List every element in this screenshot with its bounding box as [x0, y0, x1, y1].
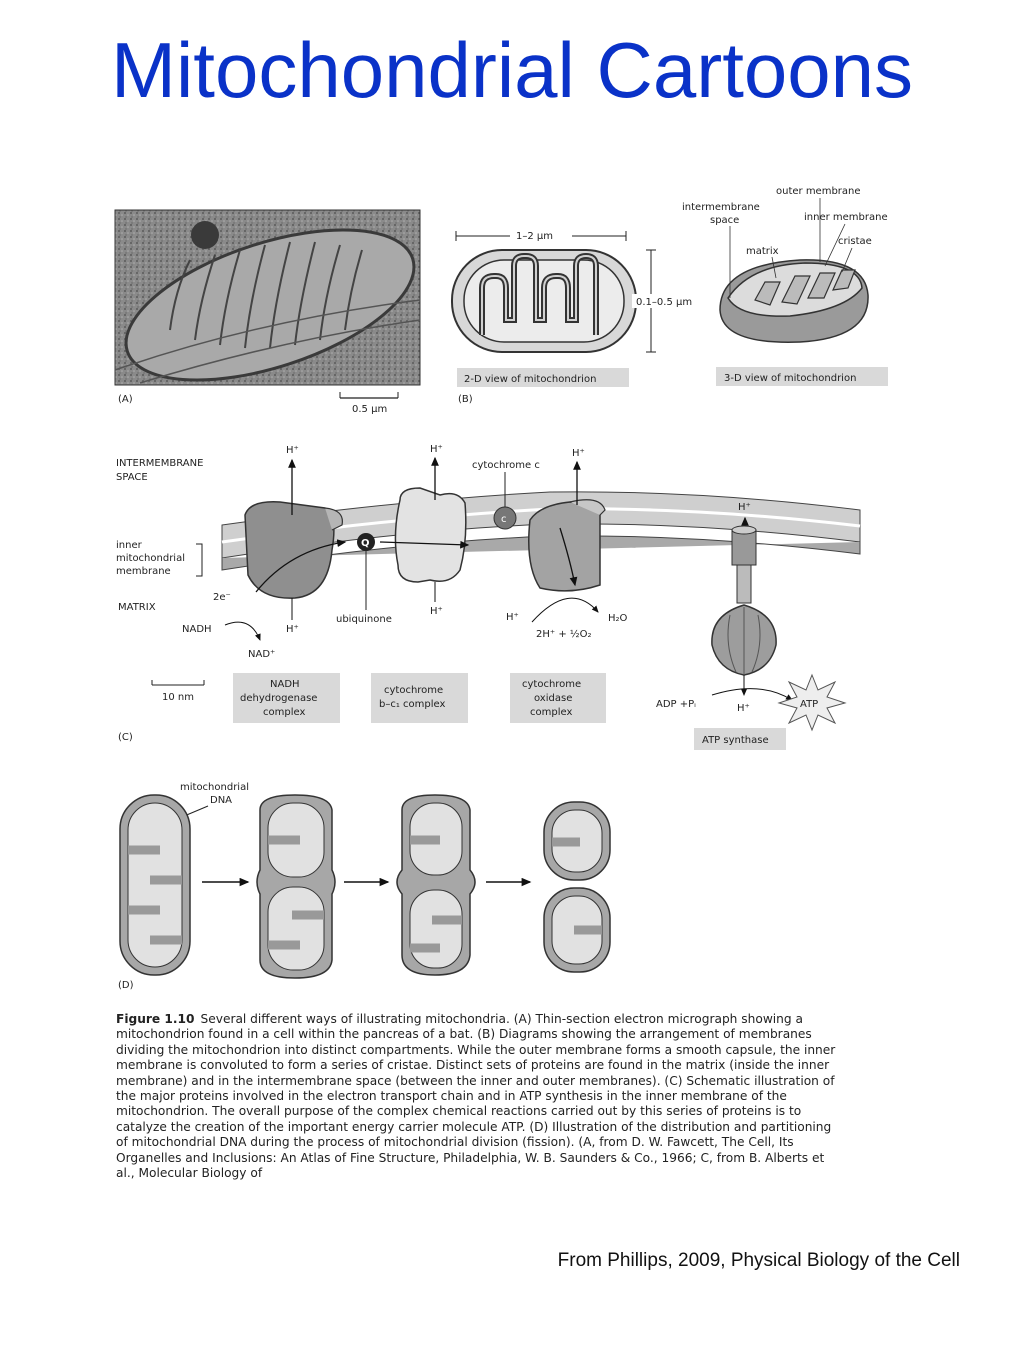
three-d-view: outer membrane intermembrane space inner… [682, 186, 888, 386]
mitochondrion-stage-1 [119, 794, 191, 976]
nadh-label: NADH [182, 624, 212, 635]
nad-label: NAD⁺ [248, 649, 275, 660]
width-label: 1–2 µm [516, 231, 553, 242]
svg-text:ATP synthase: ATP synthase [702, 735, 769, 746]
caption-2d: 2-D view of mitochondrion [464, 374, 596, 385]
svg-text:NADH: NADH [270, 679, 300, 690]
panel-c-letter: (C) [118, 732, 133, 743]
slide-title: Mitochondrial Cartoons [110, 26, 914, 114]
cristae-3d [754, 269, 856, 306]
inner-membrane-label-2: mitochondrial [116, 553, 185, 564]
intermembrane-label-1: intermembrane [682, 202, 760, 213]
panel-b-letter: (B) [458, 394, 473, 405]
scale-label: 0.5 µm [352, 404, 387, 415]
h-plus-3: H⁺ [572, 448, 585, 459]
cristae-label: cristae [838, 236, 872, 247]
h-plus-4: H⁺ [738, 502, 751, 513]
mitochondrion-micrograph [124, 228, 416, 382]
mtdna-label-1: mitochondrial [180, 782, 249, 793]
ubiquinone-label: ubiquinone [336, 614, 392, 625]
intermembrane-label-2: space [710, 215, 739, 226]
box-cytochrome-bc1 [371, 673, 468, 723]
caption-text: Several different ways of illustrating m… [116, 1012, 836, 1181]
figure-number: Figure 1.10 [116, 1012, 195, 1026]
electron-transport-panel: INTERMEMBRANE SPACE inner mitochondrial … [116, 444, 861, 750]
atp-burst [777, 673, 847, 732]
cytochrome-bc1-complex [394, 487, 467, 583]
mitochondrion-stage-2 [256, 794, 336, 979]
mitochondrion-stage-4 [543, 801, 611, 973]
mtdna-label-2: DNA [210, 795, 232, 806]
water-label: H₂O [608, 613, 628, 624]
panel-a-letter: (A) [118, 394, 133, 405]
caption-3d-box [716, 367, 888, 386]
svg-text:oxidase: oxidase [534, 693, 572, 704]
inner-membrane-label: inner membrane [804, 212, 888, 223]
cytochrome-c-label: cytochrome c [472, 460, 540, 471]
height-label: 0.1–0.5 µm [636, 297, 692, 308]
intermembrane-space-label-1: INTERMEMBRANE [116, 458, 203, 469]
panel-d-letter: (D) [118, 980, 134, 991]
inner-membrane-label-3: membrane [116, 566, 171, 577]
oxygen-equation: 2H⁺ + ½O₂ [536, 628, 591, 640]
cytochrome-oxidase-complex [528, 501, 601, 592]
intermembrane-space-label-2: SPACE [116, 472, 148, 483]
two-electrons: 2e⁻ [213, 592, 231, 603]
matrix-label-c: MATRIX [118, 602, 156, 613]
h-plus-5: H⁺ [286, 624, 299, 635]
caption-2d-box [457, 368, 629, 387]
outer-membrane-label: outer membrane [776, 186, 861, 197]
svg-text:Q: Q [361, 538, 370, 549]
h-plus-1: H⁺ [286, 445, 299, 456]
source-credit: From Phillips, 2009, Physical Biology of… [557, 1250, 960, 1271]
inner-membrane-label-1: inner [116, 540, 143, 551]
svg-text:b–c₁ complex: b–c₁ complex [379, 699, 445, 710]
adp-label: ADP +Pᵢ [656, 699, 696, 710]
scale-10nm: 10 nm [162, 692, 194, 703]
figure-1-10: (A) 0.5 µm 1–2 µm 0.1–0.5 µm 2-D view of… [114, 186, 888, 991]
h-plus-2: H⁺ [430, 444, 443, 455]
h-plus-7: H⁺ [506, 612, 519, 623]
box-atp-synthase [694, 728, 786, 750]
h-plus-6: H⁺ [430, 606, 443, 617]
svg-text:cytochrome: cytochrome [384, 685, 443, 696]
h-plus-8: H⁺ [737, 703, 750, 714]
svg-text:cytochrome: cytochrome [522, 679, 581, 690]
atp-label: ATP [800, 699, 818, 710]
fission-panel: mitochondrial DNA [118, 782, 611, 991]
svg-text:complex: complex [263, 707, 305, 718]
nadh-dehydrogenase-complex [244, 501, 335, 599]
micrograph-panel: (A) 0.5 µm [114, 209, 421, 415]
box-cytochrome-oxidase [510, 673, 606, 723]
svg-text:c: c [501, 514, 507, 525]
ubiquinone-q [357, 533, 375, 551]
box-nadh-dehydrogenase [233, 673, 340, 723]
matrix-label: matrix [746, 246, 779, 257]
svg-text:dehydrogenase: dehydrogenase [240, 693, 317, 704]
two-d-view: 1–2 µm 0.1–0.5 µm 2-D view of mitochondr… [451, 228, 710, 405]
svg-text:complex: complex [530, 707, 572, 718]
mitochondrion-stage-3 [396, 794, 476, 976]
atp-synthase [711, 525, 777, 696]
caption-3d: 3-D view of mitochondrion [724, 373, 856, 384]
